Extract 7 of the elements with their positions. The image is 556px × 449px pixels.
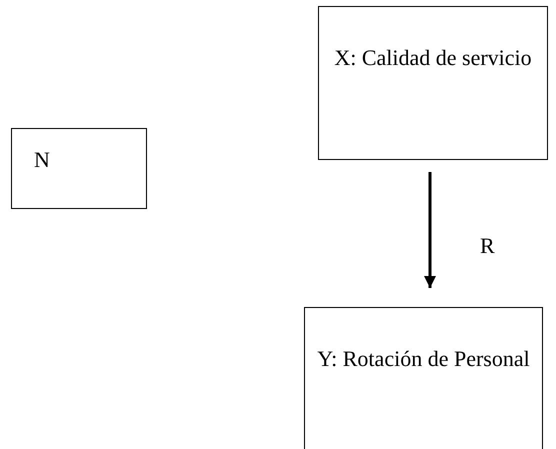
box-text: N [34, 147, 51, 174]
text-box [304, 307, 543, 449]
text-box [11, 128, 147, 209]
box-text: X: Calidad de servicio [333, 44, 533, 72]
arrow [424, 172, 436, 288]
box-text: Y: Rotación de Personal [316, 345, 531, 373]
text-box [318, 6, 548, 160]
